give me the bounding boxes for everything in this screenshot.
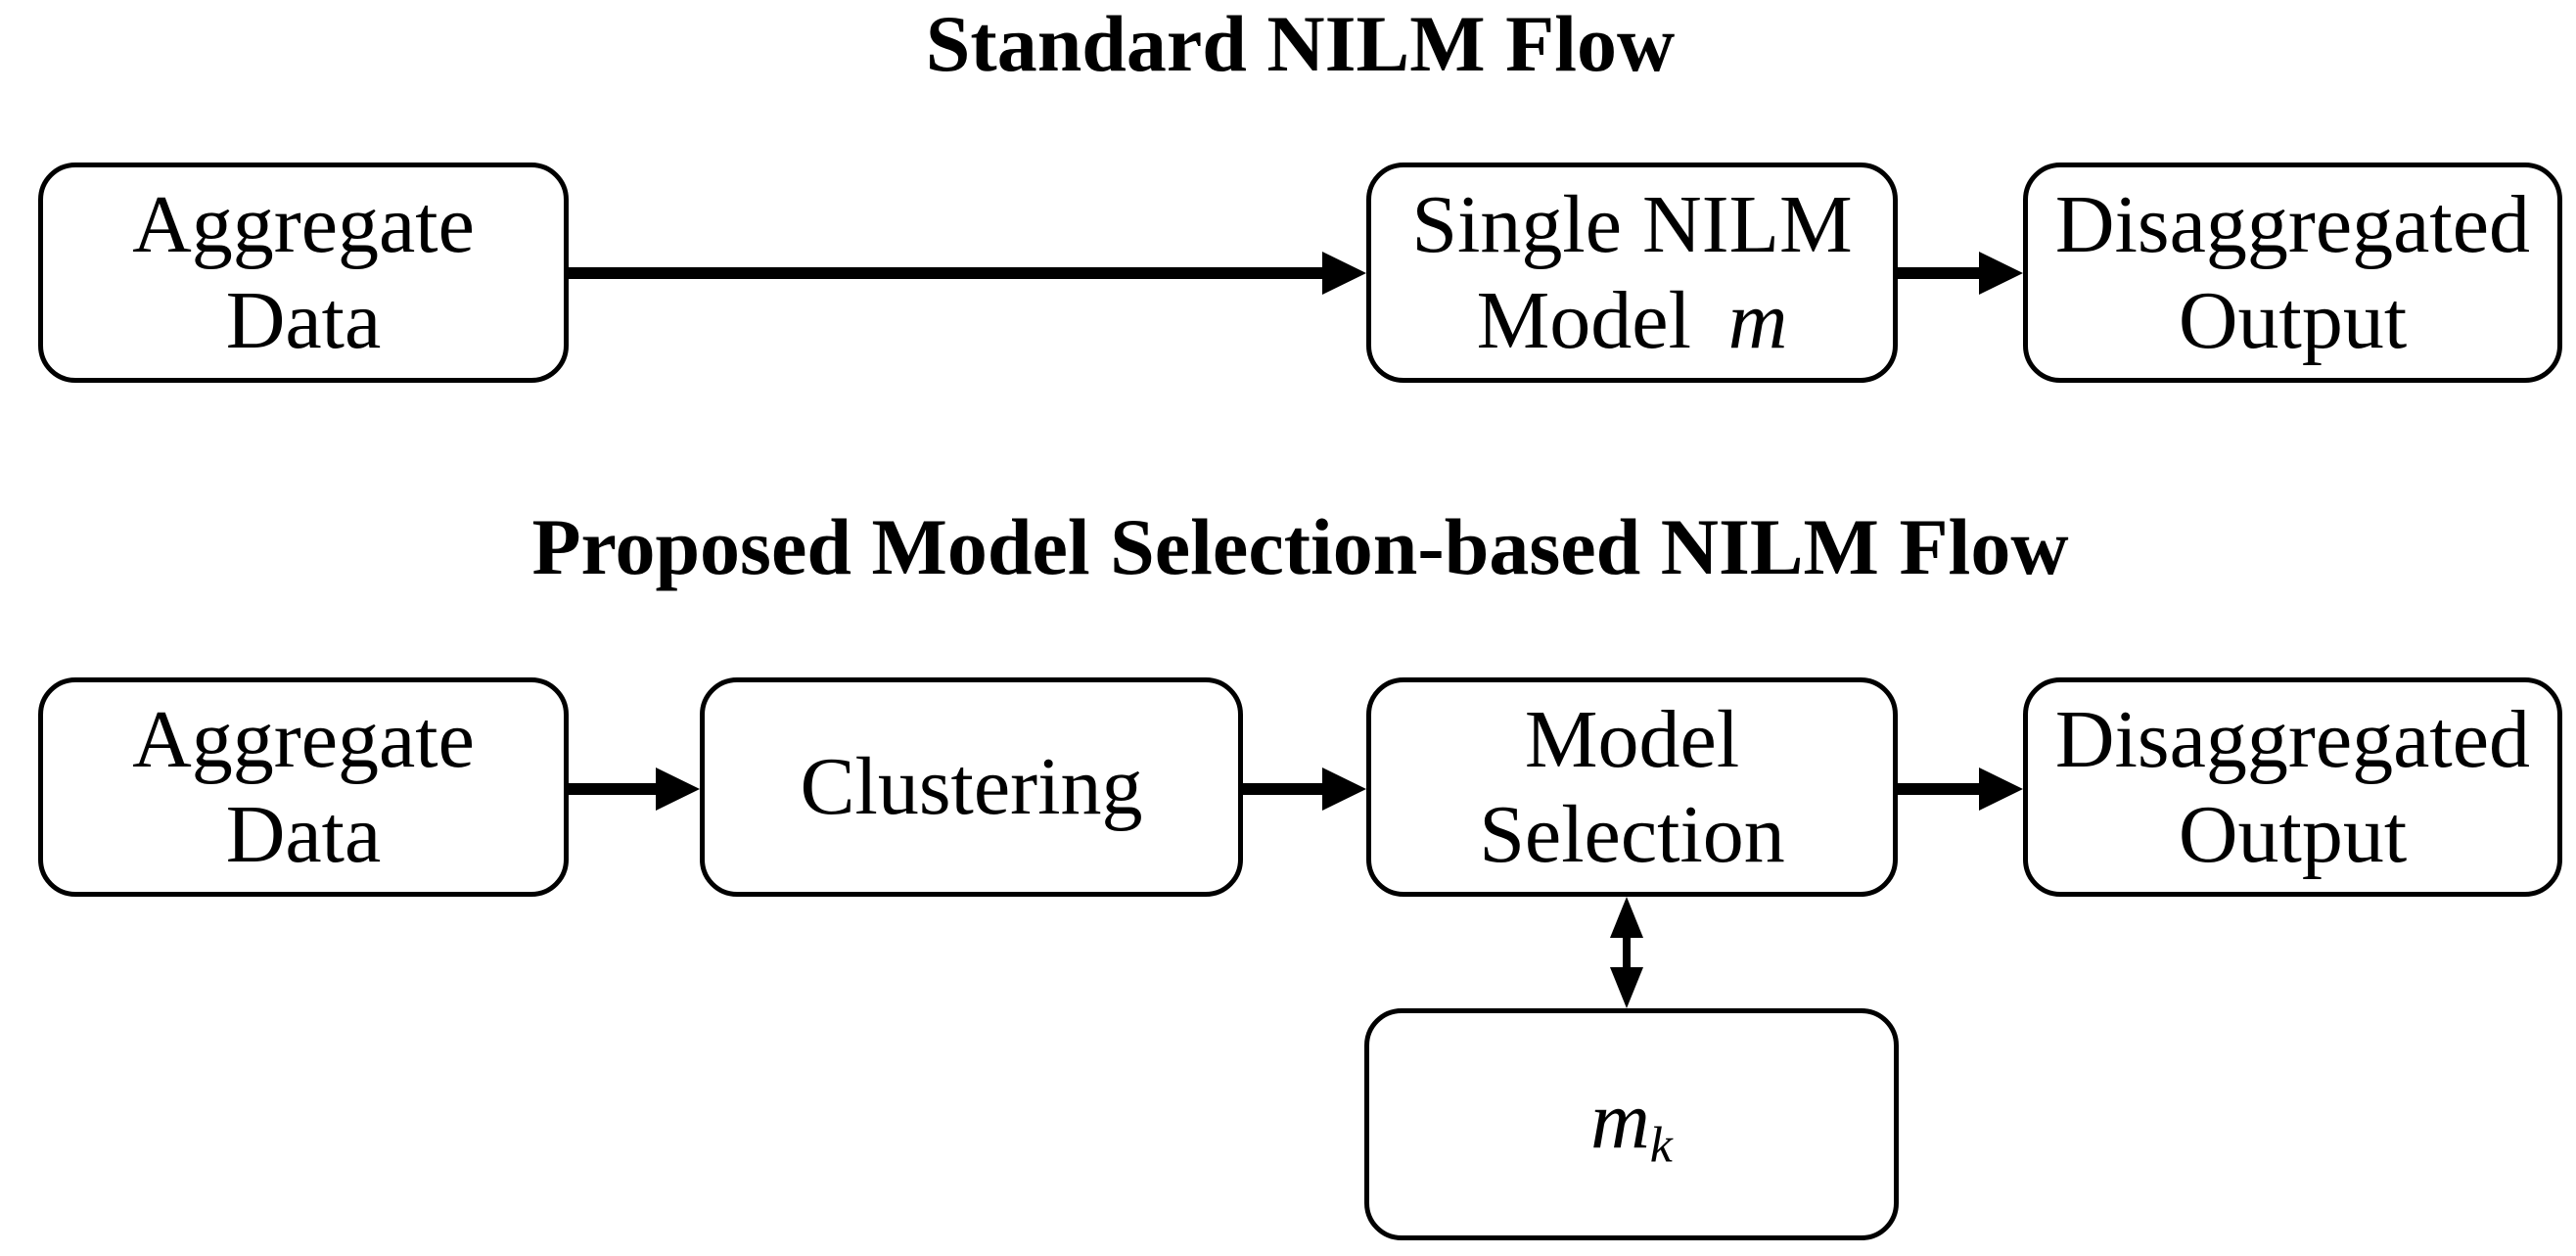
model-word: Model	[1476, 274, 1691, 366]
arrow-head-up-icon	[1610, 897, 1643, 938]
arrow-head-down-icon	[1610, 967, 1643, 1008]
proposed-disaggregated-output-label: Disaggregated Output	[2055, 692, 2530, 883]
standard-flow-title: Standard NILM Flow	[925, 0, 1676, 88]
arrow-head-icon	[1322, 768, 1366, 811]
arrow-head-icon	[1979, 252, 2023, 295]
arrow-shaft	[1898, 267, 1979, 279]
model-pool-symbol: mk	[1590, 1073, 1673, 1176]
arrow-shaft	[1243, 783, 1322, 795]
model-pool-symbol-m: m	[1590, 1075, 1650, 1166]
box-label-line: Selection	[1479, 789, 1785, 880]
standard-single-nilm-model-label: Single NILM Model m	[1411, 177, 1852, 368]
proposed-disaggregated-output-box: Disaggregated Output	[2023, 677, 2562, 897]
standard-aggregate-data-box: Aggregate Data	[38, 163, 569, 383]
box-label-line: Output	[2178, 789, 2408, 880]
arrow-shaft	[569, 783, 656, 795]
model-selection-box: Model Selection	[1366, 677, 1898, 897]
arrow-head-icon	[1979, 768, 2023, 811]
arrow-head-icon	[1322, 252, 1366, 295]
proposed-flow-title: Proposed Model Selection-based NILM Flow	[531, 502, 2069, 591]
box-label-line: Model m	[1411, 273, 1852, 368]
proposed-aggregate-data-label: Aggregate Data	[132, 692, 475, 883]
standard-disaggregated-output-label: Disaggregated Output	[2055, 177, 2530, 368]
box-label-line: Data	[225, 274, 382, 366]
box-label-line: Single NILM	[1411, 179, 1853, 271]
standard-aggregate-data-label: Aggregate Data	[132, 177, 475, 368]
arrow-shaft	[1898, 783, 1979, 795]
model-pool-box: mk	[1364, 1008, 1899, 1240]
standard-single-nilm-model-box: Single NILM Model m	[1366, 163, 1898, 383]
box-label-line: Aggregate	[132, 693, 475, 785]
box-label-line: Aggregate	[132, 179, 475, 271]
arrow-shaft	[1623, 934, 1631, 987]
box-label-line: Output	[2178, 274, 2408, 366]
box-label-line: Disaggregated	[2054, 693, 2531, 785]
standard-disaggregated-output-box: Disaggregated Output	[2023, 163, 2562, 383]
proposed-aggregate-data-box: Aggregate Data	[38, 677, 569, 897]
model-selection-label: Model Selection	[1479, 692, 1785, 883]
box-label-line: Data	[225, 789, 382, 880]
box-label-line: Model	[1524, 693, 1740, 785]
model-symbol-m: m	[1727, 274, 1788, 366]
box-label-line: Disaggregated	[2054, 179, 2531, 271]
arrow-shaft	[569, 267, 1322, 279]
clustering-box: Clustering	[700, 677, 1243, 897]
clustering-label: Clustering	[800, 741, 1143, 833]
model-pool-symbol-subscript-k: k	[1649, 1117, 1673, 1174]
arrow-head-icon	[656, 768, 700, 811]
